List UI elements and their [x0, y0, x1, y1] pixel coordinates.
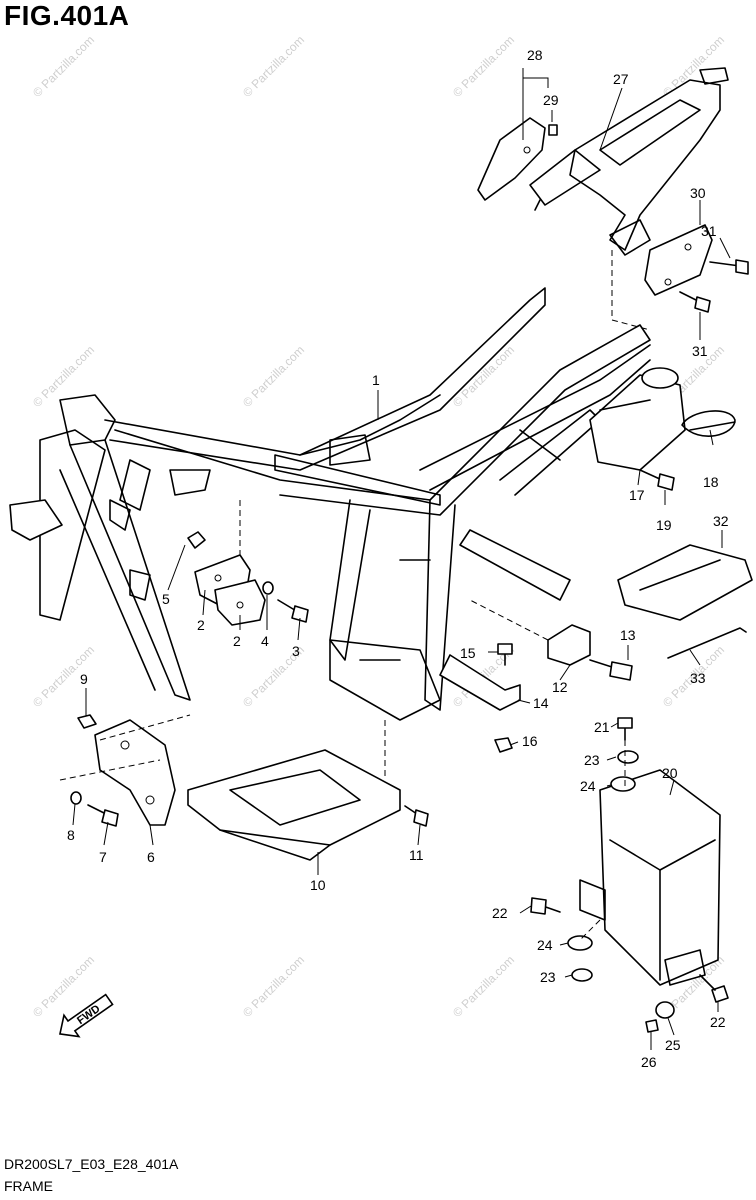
rubber-cushion[interactable]: [571, 968, 593, 982]
bolt[interactable]: [639, 469, 675, 491]
callout-26: 26: [641, 1054, 657, 1070]
callout-12: 12: [552, 679, 568, 695]
rear-frame[interactable]: [529, 67, 729, 256]
callout-33: 33: [690, 670, 706, 686]
callout-4: 4: [261, 633, 269, 649]
collar[interactable]: [645, 1019, 659, 1033]
nut[interactable]: [187, 531, 206, 549]
bolt[interactable]: [277, 599, 309, 623]
callout-29: 29: [543, 92, 559, 108]
callout-24: 24: [580, 778, 596, 794]
rubber-cushion[interactable]: [655, 1001, 675, 1019]
bolt[interactable]: [589, 659, 633, 681]
callout-3: 3: [292, 643, 300, 659]
callout-22: 22: [492, 905, 508, 921]
callout-24: 24: [537, 937, 553, 953]
callout-8: 8: [67, 827, 75, 843]
callout-27: 27: [613, 71, 629, 87]
callout-17: 17: [629, 487, 645, 503]
callout-32: 32: [713, 513, 729, 529]
bolt[interactable]: [530, 897, 561, 915]
side-plate[interactable]: [477, 117, 546, 201]
nut[interactable]: [494, 737, 513, 753]
callout-13: 13: [620, 627, 636, 643]
rubber-cushion[interactable]: [617, 750, 639, 764]
bolt[interactable]: [404, 805, 429, 827]
bolt[interactable]: [617, 717, 633, 741]
band[interactable]: [681, 410, 736, 437]
callout-9: 9: [80, 671, 88, 687]
lower-frame-cradle[interactable]: [187, 749, 401, 861]
callout-6: 6: [147, 849, 155, 865]
callout-labels: 28 29 27 30 31 31 1 17 18 19 32 33 13 12…: [67, 47, 729, 1070]
callout-18: 18: [703, 474, 719, 490]
rubber-cushion[interactable]: [567, 935, 593, 951]
callout-19: 19: [656, 517, 672, 533]
callout-30: 30: [690, 185, 706, 201]
assembly-name: FRAME: [4, 1178, 53, 1194]
rubber-cushion[interactable]: [610, 776, 636, 792]
callout-11: 11: [409, 847, 424, 863]
assembly-guide-lines: [59, 250, 651, 941]
callout-31: 31: [701, 223, 717, 239]
side-cover-plate[interactable]: [644, 224, 713, 296]
main-frame[interactable]: [9, 287, 651, 721]
callout-7: 7: [99, 849, 107, 865]
callout-23: 23: [584, 752, 600, 768]
bolt[interactable]: [679, 291, 711, 313]
callout-14: 14: [533, 695, 549, 711]
callout-2: 2: [233, 633, 241, 649]
callout-31: 31: [692, 343, 708, 359]
bolt[interactable]: [87, 804, 119, 827]
bolt[interactable]: [699, 974, 729, 1003]
callout-22: 22: [710, 1014, 726, 1030]
callout-1: 1: [372, 372, 380, 388]
engine-mount-plate[interactable]: [214, 579, 266, 626]
callout-28: 28: [527, 47, 543, 63]
washer[interactable]: [262, 581, 274, 595]
callout-20: 20: [662, 765, 678, 781]
callout-25: 25: [665, 1037, 681, 1053]
front-engine-bracket[interactable]: [94, 719, 176, 826]
callout-10: 10: [310, 877, 326, 893]
nut[interactable]: [77, 714, 97, 729]
battery-case[interactable]: [579, 769, 721, 986]
bolt[interactable]: [709, 259, 749, 275]
rod[interactable]: [667, 627, 747, 659]
callout-21: 21: [594, 719, 610, 735]
mat[interactable]: [617, 544, 753, 621]
rubber-cushion[interactable]: [547, 624, 591, 666]
tool-box[interactable]: [589, 367, 686, 471]
leader-lines: [72, 68, 731, 1050]
bolt[interactable]: [497, 643, 513, 666]
bracket[interactable]: [439, 654, 521, 711]
callout-2: 2: [197, 617, 205, 633]
diagram-code: DR200SL7_E03_E28_401A: [4, 1156, 179, 1172]
figure-title: FIG.401A: [4, 0, 130, 31]
callout-5: 5: [162, 591, 170, 607]
callout-16: 16: [522, 733, 538, 749]
callout-15: 15: [460, 645, 476, 661]
washer[interactable]: [70, 791, 82, 805]
callout-23: 23: [540, 969, 556, 985]
fwd-arrow-icon: FWD: [59, 993, 114, 1038]
clip[interactable]: [548, 124, 558, 136]
